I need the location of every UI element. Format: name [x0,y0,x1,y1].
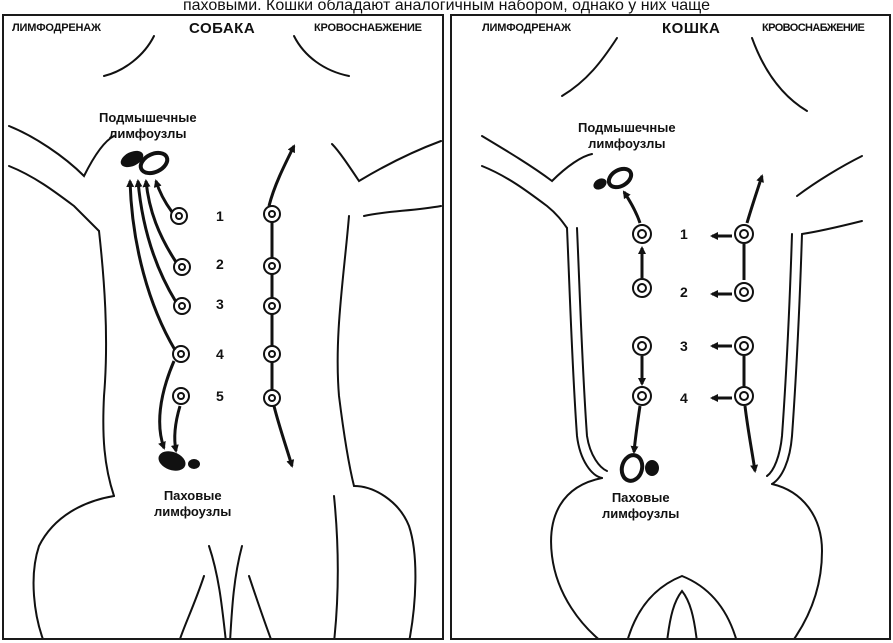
gland-number-1: 1 [216,208,224,224]
cat-diagram-panel: ЛИМФОДРЕНАЖ КОШКА КРОВОСНАБЖЕНИЕ Подмыше… [450,14,891,640]
cat-title: КОШКА [662,20,720,37]
gland-number-4: 4 [680,390,688,406]
gland-number-5: 5 [216,388,224,404]
axillary-label-line1: Подмышечные [99,110,197,126]
axillary-nodes-label: Подмышечные лимфоузлы [99,110,197,142]
blood-supply-header: КРОВОСНАБЖЕНИЕ [314,22,422,34]
top-caption-text: паховыми. Кошки обладают аналогичным наб… [0,0,893,14]
dog-body-outline-drawing [4,16,444,640]
dog-diagram-panel: ЛИМФОДРЕНАЖ СОБАКА КРОВОСНАБЖЕНИЕ Подмыш… [2,14,444,640]
lymph-drainage-header: ЛИМФОДРЕНАЖ [12,22,101,34]
axillary-label-line1: Подмышечные [578,120,676,136]
inguinal-label-line1: Паховые [154,488,231,504]
inguinal-label-line2: лимфоузлы [602,506,679,522]
gland-number-3: 3 [216,296,224,312]
gland-number-1: 1 [680,226,688,242]
gland-number-3: 3 [680,338,688,354]
blood-supply-header: КРОВОСНАБЖЕНИЕ [762,22,864,34]
inguinal-nodes-label: Паховые лимфоузлы [154,488,231,520]
cat-body-outline-drawing [452,16,891,640]
axillary-label-line2: лимфоузлы [99,126,197,142]
inguinal-nodes-label: Паховые лимфоузлы [602,490,679,522]
axillary-nodes-label: Подмышечные лимфоузлы [578,120,676,152]
lymph-drainage-header: ЛИМФОДРЕНАЖ [482,22,571,34]
inguinal-label-line2: лимфоузлы [154,504,231,520]
axillary-label-line2: лимфоузлы [578,136,676,152]
gland-number-2: 2 [216,256,224,272]
dog-title: СОБАКА [189,20,255,37]
gland-number-2: 2 [680,284,688,300]
inguinal-label-line1: Паховые [602,490,679,506]
gland-number-4: 4 [216,346,224,362]
